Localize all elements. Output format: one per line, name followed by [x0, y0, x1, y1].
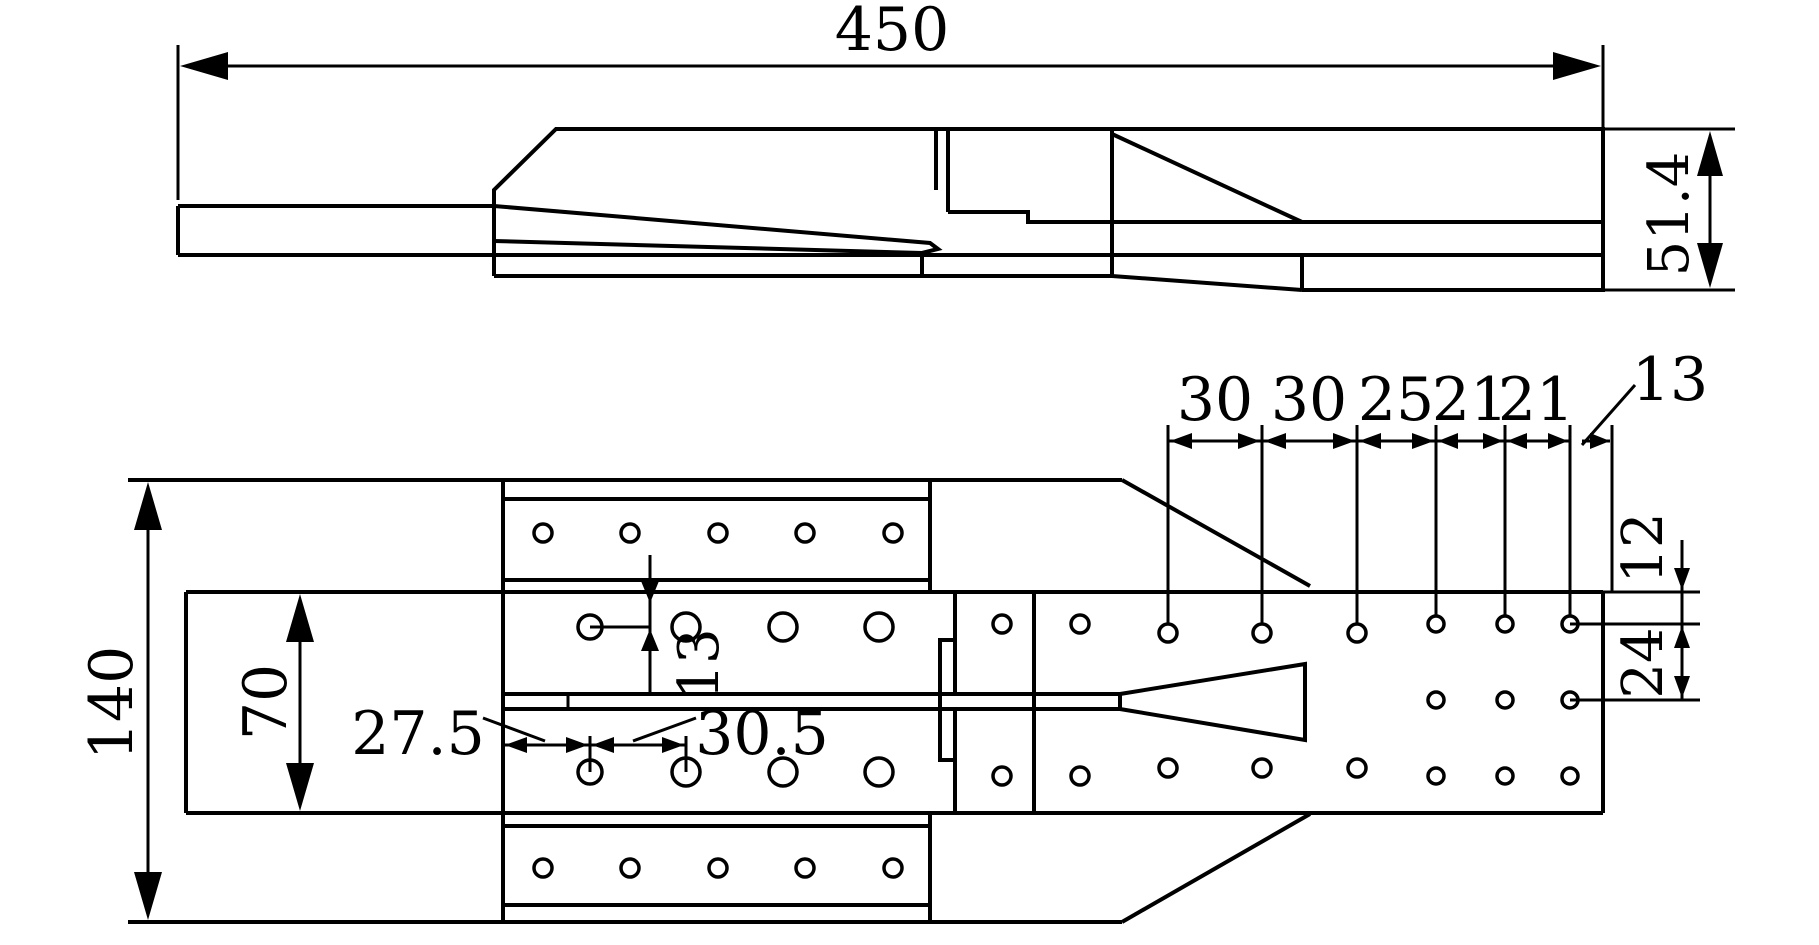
inner-width-label: 70 — [231, 664, 301, 740]
hole — [1495, 766, 1515, 786]
plan-width-dimension: 140 — [77, 482, 162, 920]
hole — [619, 857, 641, 879]
edge-offset-label: 13 — [1632, 345, 1708, 415]
hole — [532, 857, 554, 879]
hole — [863, 756, 895, 788]
hole — [1495, 690, 1515, 710]
hole — [1560, 766, 1580, 786]
hole — [1251, 622, 1273, 644]
spacing-1-label: 30 — [1177, 365, 1253, 435]
hole-spacing-dimensions: 30 30 25 21 21 13 — [1166, 345, 1708, 624]
hole — [1069, 613, 1091, 635]
plan-width-label: 140 — [77, 646, 147, 761]
hole — [1426, 614, 1446, 634]
hole — [863, 611, 895, 643]
hole — [794, 857, 816, 879]
hole — [767, 611, 799, 643]
spacing-4-label: 21 — [1432, 365, 1508, 435]
left-spacing-label: 27.5 — [351, 699, 485, 769]
spacing-5-label: 21 — [1498, 365, 1574, 435]
hole-offset-dimension: 13 — [590, 555, 732, 700]
hole — [1069, 765, 1091, 787]
hole — [1346, 757, 1368, 779]
hole — [991, 613, 1013, 635]
hole — [532, 522, 554, 544]
plan-view — [128, 478, 1605, 924]
hole — [794, 522, 816, 544]
hole — [619, 522, 641, 544]
hole — [1157, 757, 1179, 779]
right-spacing-label: 30.5 — [695, 699, 829, 769]
hole-offset-label: 13 — [667, 628, 732, 699]
row-offset-label: 12 — [1611, 512, 1676, 583]
overall-length-label: 450 — [835, 0, 950, 65]
hole — [1426, 766, 1446, 786]
right-vertical-dimensions: 12 24 — [1570, 512, 1700, 702]
hole — [707, 522, 729, 544]
side-view: 450 — [176, 0, 1605, 292]
side-height-dimension: 51.4 — [1603, 127, 1735, 292]
hole — [1346, 622, 1368, 644]
hole — [1251, 757, 1273, 779]
inner-spacing-dimensions: 27.5 30.5 — [351, 699, 829, 772]
row-spacing-label: 24 — [1611, 627, 1676, 698]
hole — [1426, 690, 1446, 710]
hole — [670, 611, 702, 643]
hole — [707, 857, 729, 879]
inner-width-dimension: 70 — [231, 594, 314, 811]
hole — [1157, 622, 1179, 644]
spacing-3-label: 25 — [1358, 365, 1434, 435]
hole — [767, 756, 799, 788]
hole — [991, 765, 1013, 787]
spacing-2-label: 30 — [1271, 365, 1347, 435]
hole — [882, 857, 904, 879]
hole — [1495, 614, 1515, 634]
hole — [882, 522, 904, 544]
side-height-label: 51.4 — [1637, 152, 1702, 277]
